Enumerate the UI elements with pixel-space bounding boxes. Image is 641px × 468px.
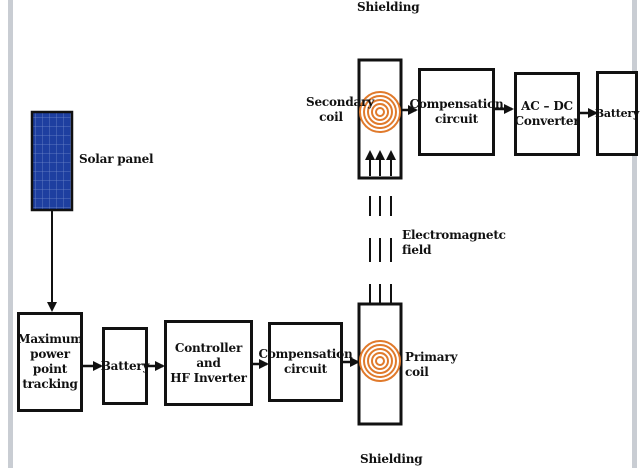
solar-panel-icon <box>32 112 72 210</box>
compensation-circuit-primary-block: Compensation circuit <box>268 322 343 402</box>
shielding-bottom-label: Shielding <box>360 452 422 467</box>
shielding-top-label: Shielding <box>357 0 419 15</box>
mppt-block: Maximum power point tracking <box>17 312 83 412</box>
electromagnetic-field-label: Electromagnetc field <box>402 228 506 258</box>
battery-block-primary: Battery <box>102 327 148 405</box>
secondary-coil-label: Secondary coil <box>306 95 356 125</box>
controller-hf-inverter-block: Controller and HF Inverter <box>164 320 253 406</box>
acdc-converter-block: AC – DC Converter <box>514 72 580 156</box>
solar-panel-label: Solar panel <box>79 152 153 167</box>
primary-coil-icon <box>359 304 401 424</box>
battery-block-secondary: Battery <box>596 71 638 156</box>
compensation-circuit-secondary-block: Compensation circuit <box>418 68 495 156</box>
primary-coil-label: Primary coil <box>405 350 457 380</box>
